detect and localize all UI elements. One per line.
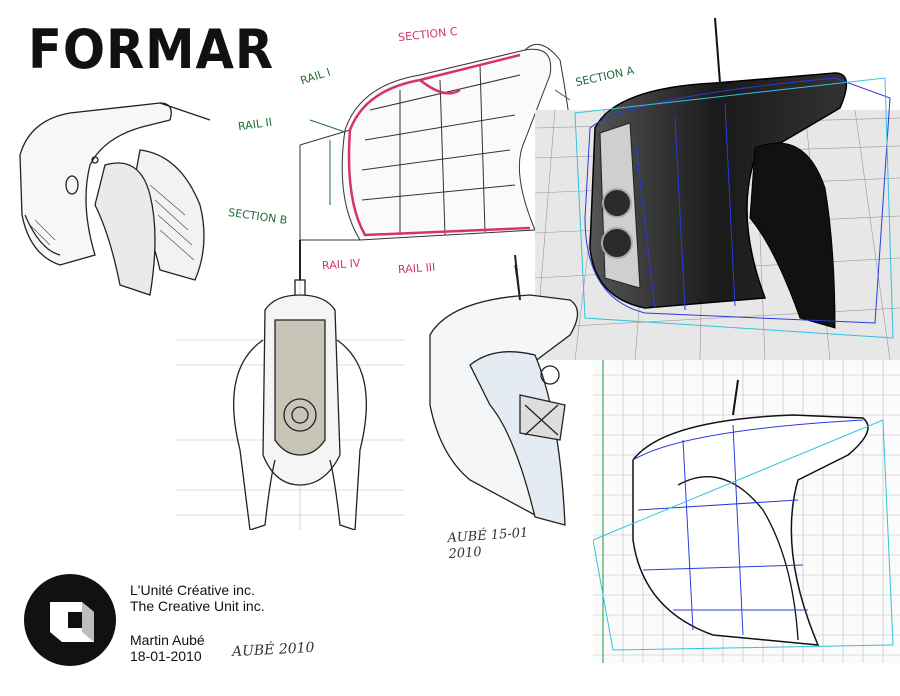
company-name-en: The Creative Unit inc.: [130, 598, 265, 614]
render-wireframe-grid: [593, 360, 900, 663]
sketch-three-quarter: [429, 255, 579, 526]
sketch-perspective-left: [19, 102, 211, 296]
creative-unit-logo-icon: [24, 574, 116, 666]
sketch-rail-study: [299, 43, 581, 241]
author-block: Martin Aubé 18-01-2010: [130, 632, 205, 664]
author-name: Martin Aubé: [130, 632, 205, 648]
brand-title: FORMAR: [28, 18, 275, 81]
company-block: L'Unité Créative inc. The Creative Unit …: [130, 582, 265, 614]
render-3d-perspective: [535, 18, 900, 360]
author-date: 18-01-2010: [130, 648, 202, 664]
sketch-signature: AUBÉ 15-01 2010: [446, 525, 529, 563]
sketch-front-view: [175, 240, 405, 530]
footer-signature: AUBÉ 2010: [231, 639, 315, 661]
label-rail-2: RAIL II: [237, 115, 273, 134]
company-name-fr: L'Unité Créative inc.: [130, 582, 255, 598]
